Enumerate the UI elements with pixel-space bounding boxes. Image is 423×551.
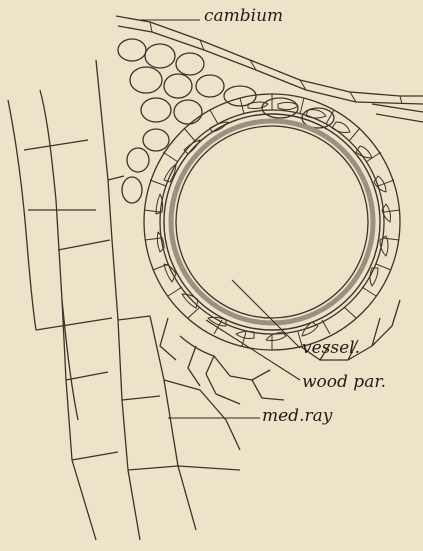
cambium-label: cambium <box>204 8 283 25</box>
medullary-ray-label: med.ray <box>262 408 332 425</box>
wood-parenchyma-label: wood par. <box>302 374 386 391</box>
wood-parenchyma-ring <box>144 94 400 350</box>
vessel-label: vessel. <box>302 340 360 357</box>
